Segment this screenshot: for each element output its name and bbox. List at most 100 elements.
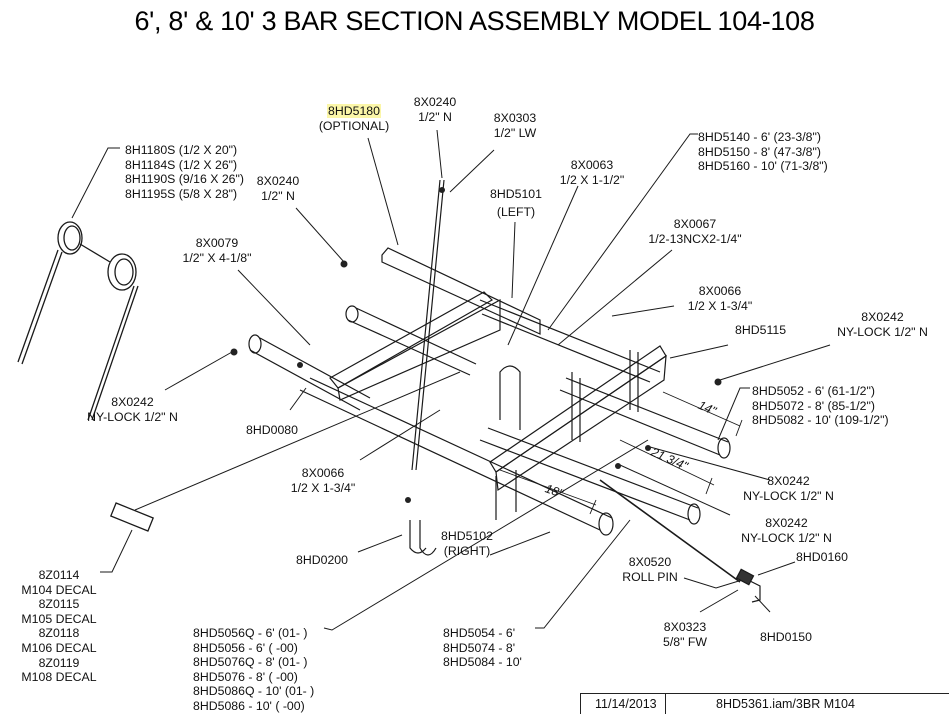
tube-item: 8HD5056Q - 6' (01- ): [193, 626, 308, 640]
spec: 1/2" LW: [493, 125, 537, 140]
leader-0160: [757, 561, 796, 576]
diagram-title: 6', 8' & 10' 3 BAR SECTION ASSEMBLY MODE…: [134, 6, 815, 36]
tube-item: 8HD5084 - 10': [443, 655, 522, 670]
decal-part: 8Z0118: [38, 626, 80, 641]
callout-washer-0323: 8X0323 5/8" FW: [650, 620, 720, 649]
callout-nut-left: 8X0240 1/2" N: [248, 174, 308, 203]
leader-nut-left: [295, 207, 345, 263]
callout-8HD0080: 8HD0080: [246, 423, 298, 437]
leader-optional: [367, 137, 399, 246]
spec: ROLL PIN: [622, 569, 678, 584]
tube-item: 8HD5086Q - 10' (01- ): [193, 684, 315, 699]
callout-bolt-0067: 8X0067 1/2-13NCX2-1/4": [645, 217, 745, 246]
leader-bars: [547, 133, 698, 331]
title-block-divider: [665, 694, 666, 714]
tube-10ft: 8HD5082 - 10' (109-1/2"): [752, 413, 889, 428]
part-number-highlighted: 8HD5180: [327, 104, 381, 118]
callout-locknut-mid-right: 8X0242 NY-LOCK 1/2" N: [736, 474, 841, 503]
tube-item: 8HD5086 - 10' ( -00): [193, 698, 305, 713]
callout-bolt-0066-top: 8X0066 1/2 X 1-3/4": [680, 284, 760, 313]
leader-nut-top: [436, 129, 443, 179]
callout-bolt-0066-mid: 8X0066 1/2 X 1-3/4": [278, 466, 368, 495]
callout-tines: 8H1180S (1/2 X 20") 8H1184S (1/2 X 26") …: [125, 143, 244, 201]
part-number: 8X0303: [493, 111, 537, 125]
callout-locknut-left: 8X0242 NY-LOCK 1/2" N: [80, 395, 185, 424]
part-number: 8HD5101: [490, 187, 542, 201]
spec: 1/2" N: [261, 188, 295, 203]
leader-lockwasher: [449, 149, 495, 193]
spec: 5/8" FW: [663, 634, 707, 649]
part-number: 8X0063: [570, 158, 614, 172]
part-number: 8HD5102: [441, 529, 493, 543]
part-number: 8X0242: [861, 310, 904, 324]
tube-8ft: 8HD5072 - 8' (85-1/2"): [752, 398, 875, 413]
tine-8H1195S: 8H1195S (5/8 X 28"): [125, 186, 238, 201]
bar-6ft: 8HD5140 - 6' (23-3/8"): [698, 130, 821, 144]
leader-0200: [357, 534, 403, 553]
leader-bolt-0067: [557, 249, 673, 346]
note: (LEFT): [496, 204, 536, 219]
spec: NY-LOCK 1/2" N: [837, 324, 928, 339]
tine-8H1184S: 8H1184S (1/2 X 26"): [125, 157, 238, 172]
part-number: 8X0323: [663, 620, 707, 634]
callout-lockwasher: 8X0303 1/2" LW: [480, 111, 550, 140]
callout-locknut-low-right: 8X0242 NY-LOCK 1/2" N: [734, 516, 839, 545]
title-block-date: 11/14/2013: [595, 697, 657, 711]
title-block: 11/14/2013 8HD5361.iam/3BR M104: [580, 693, 949, 714]
part-number: 8X0079: [195, 236, 239, 250]
leader-bolt-0063: [507, 185, 579, 346]
callout-locknut-top-right: 8X0242 NY-LOCK 1/2" N: [830, 310, 935, 339]
tube-item: 8HD5074 - 8': [443, 640, 516, 655]
bar-8ft: 8HD5150 - 8' (47-3/8"): [698, 144, 821, 159]
callout-bars: 8HD5140 - 6' (23-3/8") 8HD5150 - 8' (47-…: [698, 130, 828, 174]
spec: 1/2" X 4-1/8": [182, 250, 252, 265]
tube-item: 8HD5076 - 8' ( -00): [193, 669, 298, 684]
tine-8H1180S: 8H1180S (1/2 X 20"): [125, 143, 238, 157]
leader-bolt-0079: [237, 269, 311, 346]
leader-bracket-left: [511, 221, 516, 299]
decal-part: 8Z0114: [38, 568, 80, 582]
tine-8H1190S: 8H1190S (9/16 X 26"): [125, 172, 244, 187]
callout-8HD0200: 8HD0200: [296, 553, 348, 567]
callout-tubes-long: 8HD5056Q - 6' (01- ) 8HD5056 - 6' ( -00)…: [193, 626, 314, 714]
decal-name: M105 DECAL: [21, 611, 97, 626]
note: (RIGHT): [443, 543, 491, 558]
callout-bracket-left: 8HD5101 (LEFT): [485, 187, 547, 219]
callout-8HD0150: 8HD0150: [760, 630, 812, 644]
leader-locknut-tr: [719, 344, 831, 381]
leader-lines: [71, 129, 831, 631]
leader-tubes-right: [717, 387, 750, 441]
tine-spring: [17, 221, 139, 421]
leader-bolt-0066-top: [611, 305, 675, 317]
leader-decal: [100, 529, 133, 573]
callout-optional-8HD5180: 8HD5180 (OPTIONAL): [314, 104, 394, 133]
spec: NY-LOCK 1/2" N: [743, 488, 834, 503]
leader-rollpin: [683, 577, 743, 589]
callout-8HD5115: 8HD5115: [735, 323, 787, 337]
decal-part: 8Z0119: [38, 655, 80, 670]
decal-name: M106 DECAL: [21, 640, 97, 655]
tube-item: 8HD5054 - 6': [443, 626, 516, 640]
callout-decals: 8Z0114 M104 DECAL 8Z0115 M105 DECAL 8Z01…: [14, 568, 104, 685]
part-number: 8X0066: [698, 284, 742, 298]
leader-tubes-mid: [535, 519, 631, 629]
part-number: 8X0520: [628, 555, 672, 569]
part-number: 8X0240: [413, 95, 457, 109]
leader-0323: [699, 589, 739, 613]
part-number: 8X0242: [765, 516, 808, 530]
part-number: 8X0242: [767, 474, 810, 488]
tubes: [248, 305, 761, 603]
leader-5102: [489, 531, 551, 556]
tube-item: 8HD5056 - 6' ( -00): [193, 640, 298, 655]
decal-part: 8Z0115: [38, 597, 80, 612]
callout-tubes-mid: 8HD5054 - 6' 8HD5074 - 8' 8HD5084 - 10': [443, 626, 522, 670]
part-number: 8X0066: [301, 466, 345, 480]
callout-bolt-0079: 8X0079 1/2" X 4-1/8": [172, 236, 262, 265]
leader-locknut-mid: [649, 446, 771, 481]
bar-10ft: 8HD5160 - 10' (71-3/8"): [698, 159, 828, 174]
leader-decal-line: [134, 371, 461, 511]
callout-nut-top: 8X0240 1/2" N: [405, 95, 465, 124]
callout-bracket-right: 8HD5102 (RIGHT): [432, 529, 502, 558]
spec: 1/2 X 1-1/2": [559, 172, 625, 187]
